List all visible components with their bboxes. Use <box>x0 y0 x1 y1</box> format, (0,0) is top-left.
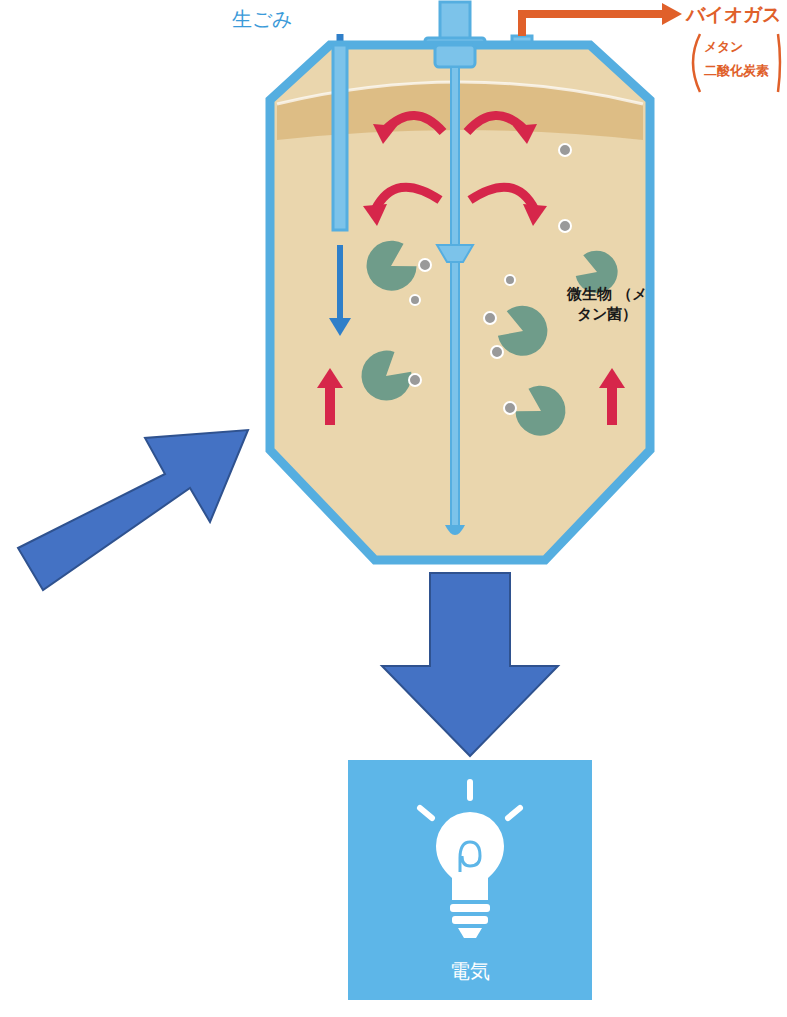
digester-tank: 微生物 （メタン菌） <box>265 40 655 565</box>
gas-arrow-head <box>662 3 682 25</box>
electricity-box: 電気 <box>348 760 592 1000</box>
flow-arrow <box>382 573 558 756</box>
input-label: 生ごみ <box>232 6 332 33</box>
motor-cylinder <box>440 2 470 42</box>
gas-arrow <box>522 14 664 36</box>
node-text: 電気 <box>348 958 592 985</box>
gas-label: バイオガス <box>686 2 786 28</box>
input-arrow <box>18 430 248 590</box>
node-text: 微生物 （メタン菌） <box>561 285 653 324</box>
bracket <box>778 34 780 92</box>
gas-component: 二酸化炭素 <box>704 62 782 80</box>
gas-component: メタン <box>704 38 776 56</box>
bracket <box>693 34 700 92</box>
